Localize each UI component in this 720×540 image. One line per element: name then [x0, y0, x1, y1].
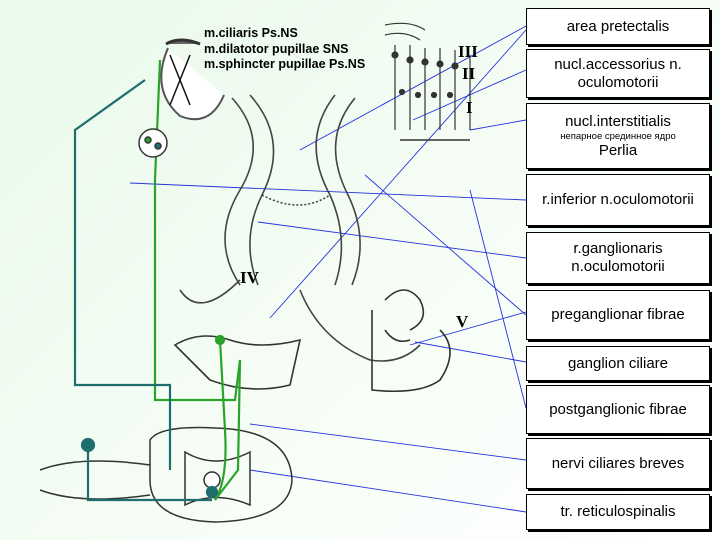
legend-line: m.ciliaris Ps.NS	[204, 26, 298, 40]
legend-line: m.sphincter pupillae Ps.NS	[204, 57, 366, 71]
legend-line: m.dilatotor pupillae SNS	[204, 41, 349, 56]
label-area-pretectalis: area pretectalis	[526, 8, 710, 45]
roman-V: V	[456, 312, 469, 331]
label-nervi-ciliares: nervi ciliares breves	[526, 438, 710, 489]
roman-I: I	[466, 98, 473, 117]
label-text: preganglionar fibrae	[551, 306, 685, 323]
pointer-lines	[129, 25, 527, 513]
label-text: tr. reticulospinalis	[560, 503, 676, 520]
teal-pathway	[73, 79, 219, 502]
label-r-inferior: r.inferior n.oculomotorii	[526, 174, 710, 226]
green-pathway	[153, 59, 242, 501]
label-text: r.inferior n.oculomotorii	[542, 191, 694, 208]
muscle-legend: m.ciliaris Ps.NS m.dilatotor pupillae SN…	[204, 26, 365, 73]
roman-III: III	[458, 42, 478, 61]
nuclei-cluster	[384, 22, 471, 141]
label-text: ganglion ciliare	[567, 354, 669, 372]
label-ganglion-ciliare: ganglion ciliare	[526, 346, 710, 381]
label-text: nucl.interstitialis	[565, 112, 671, 130]
label-tr-reticulospinalis: tr. reticulospinalis	[526, 494, 710, 530]
eye-drawing	[160, 38, 225, 121]
roman-II: II	[462, 64, 476, 83]
label-postganglionic-fibrae: postganglionic fibrae	[526, 385, 710, 434]
label-text: nucl.accessorius n. oculomotorii	[554, 55, 682, 91]
cell-body	[138, 128, 168, 158]
label-subtext: непарное срединное ядро	[560, 130, 676, 142]
label-nucl-interstitialis: nucl.interstitialis непарное срединное я…	[526, 103, 710, 169]
label-r-ganglionaris: r.ganglionaris n.oculomotorii	[526, 232, 710, 284]
label-preganglionar-fibrae: preganglionar fibrae	[526, 290, 710, 340]
label-text: area pretectalis	[566, 17, 670, 35]
spinal-cord	[39, 426, 293, 523]
label-text: nervi ciliares breves	[551, 454, 685, 472]
label-text: postganglionic fibrae	[549, 400, 687, 418]
roman-IV: IV	[240, 268, 259, 287]
label-nucl-accessorius: nucl.accessorius n. oculomotorii	[526, 49, 710, 98]
label-text: r.ganglionaris n.oculomotorii	[571, 240, 665, 275]
midbrain-tracts	[179, 94, 421, 362]
label-text: Perlia	[598, 141, 638, 159]
ciliary-ganglion	[173, 289, 451, 393]
